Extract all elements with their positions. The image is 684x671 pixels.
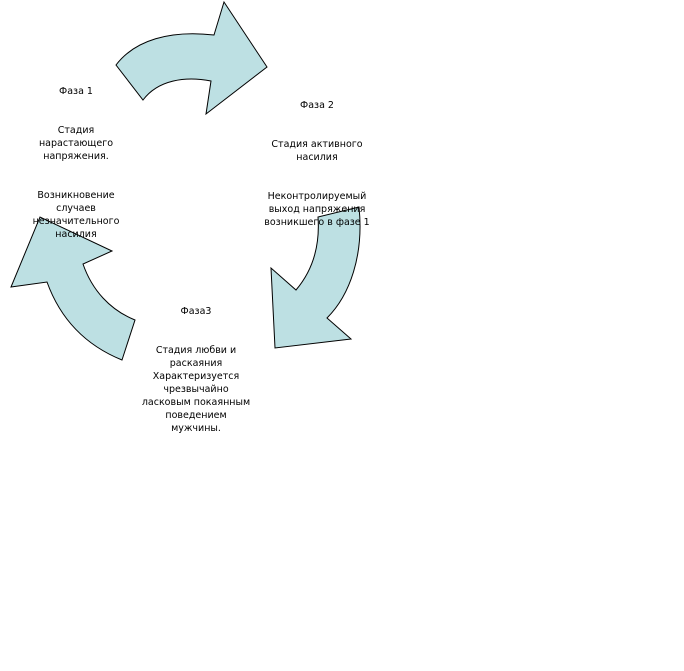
phase-3-description: Стадия любви и раскаяния Характеризуется…	[141, 345, 251, 434]
phase-1-description: Возникновение случаев незначительного на…	[32, 190, 120, 240]
arrow-phase3-to-phase1	[10, 216, 136, 361]
arrow-phase1-to-phase2	[115, 0, 268, 116]
phase-1-stage: Стадия нарастающего напряжения.	[38, 125, 114, 162]
phase-2-text: Фаза 2 Стадия активного насилия Неконтро…	[262, 86, 372, 229]
arrow-phase2-to-phase3	[270, 206, 361, 349]
phase-2-stage: Стадия активного насилия	[271, 139, 363, 163]
phase-2-description: Неконтролируемый выход напряжения возник…	[264, 191, 370, 228]
phase-3-title: Фаза3	[180, 306, 212, 317]
phase-2-title: Фаза 2	[300, 100, 334, 111]
phase-1-text: Фаза 1 Стадия нарастающего напряжения. В…	[22, 72, 130, 241]
phase-1-title: Фаза 1	[59, 86, 93, 97]
phase-3-text: Фаза3 Стадия любви и раскаяния Характери…	[138, 292, 254, 435]
